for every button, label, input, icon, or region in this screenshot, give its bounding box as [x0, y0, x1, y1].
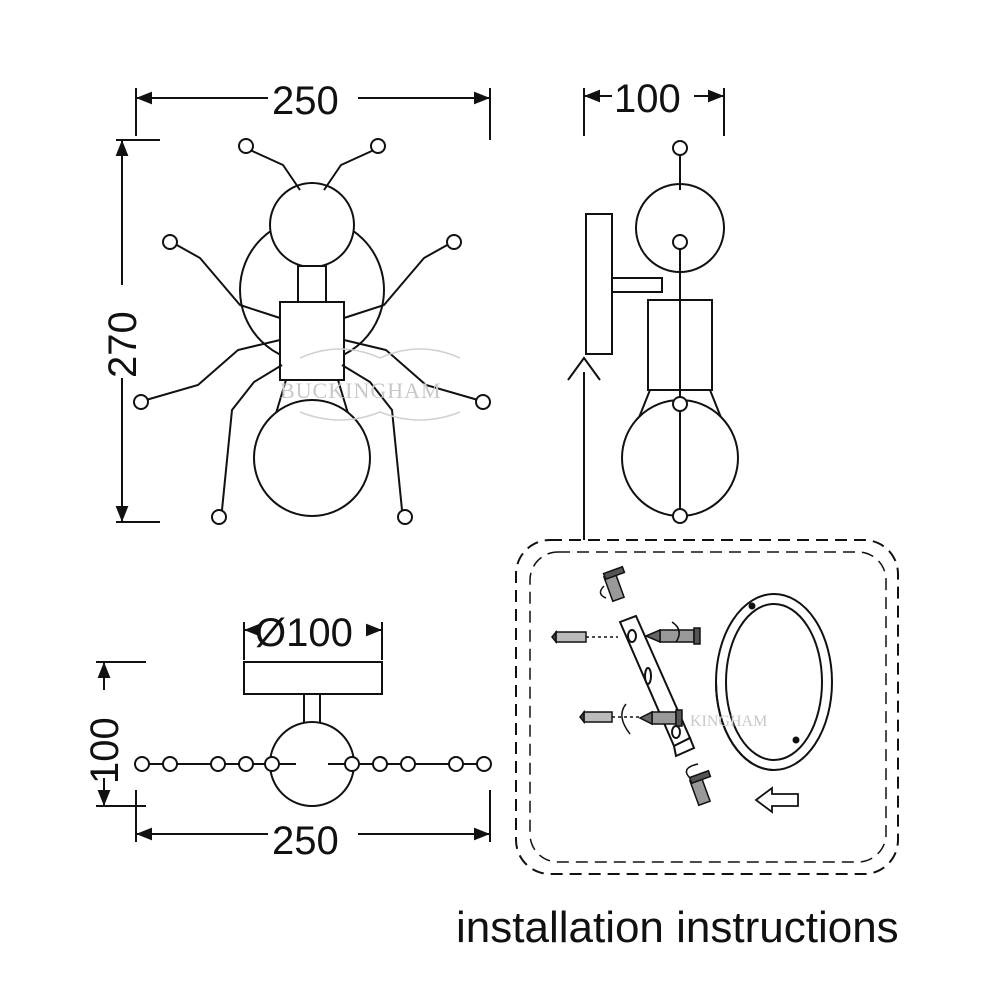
top-view: [96, 622, 492, 842]
front-height-dimension: [115, 139, 160, 523]
wall-plate-ring: [715, 593, 833, 771]
watermark-text-front: BUCKINGHAM: [280, 378, 442, 403]
side-depth-label: 100: [614, 77, 681, 121]
side-wall-plate: [585, 213, 613, 355]
screw-lower-loose: [688, 769, 712, 807]
front-width-dimension: [135, 88, 491, 140]
top-depth-label: 100: [83, 717, 127, 784]
installation-caption: installation instructions: [456, 903, 899, 952]
socket-body: [279, 301, 345, 381]
screw-top: [644, 627, 701, 645]
front-view: [115, 88, 491, 525]
rotation-arrows: [599, 585, 699, 779]
side-view: [567, 88, 739, 540]
watermark-front: BUCKINGHAM: [280, 348, 461, 421]
ant-head: [269, 182, 355, 268]
top-depth-dimension: [96, 661, 146, 807]
installation-panel: KINGHAM: [515, 539, 899, 875]
top-width-dimension: [135, 790, 491, 842]
assembly-direction-arrow: [754, 786, 799, 814]
screw-bottom: [638, 709, 683, 727]
front-width-label: 250: [272, 79, 339, 123]
wall-anchor-bottom: [579, 709, 646, 725]
screw-upper-loose: [602, 565, 626, 603]
wall-anchor-top: [551, 629, 618, 645]
watermark-text-panel: KINGHAM: [690, 713, 767, 730]
front-height-label: 270: [101, 311, 145, 378]
top-width-label: 250: [272, 819, 339, 863]
installation-frame: [515, 539, 899, 875]
bulb: [253, 399, 371, 517]
top-base-plate: [243, 661, 383, 695]
top-diameter-dimension: [243, 622, 383, 660]
top-diameter-label: Ø100: [255, 611, 353, 655]
side-depth-dimension: [583, 88, 725, 136]
